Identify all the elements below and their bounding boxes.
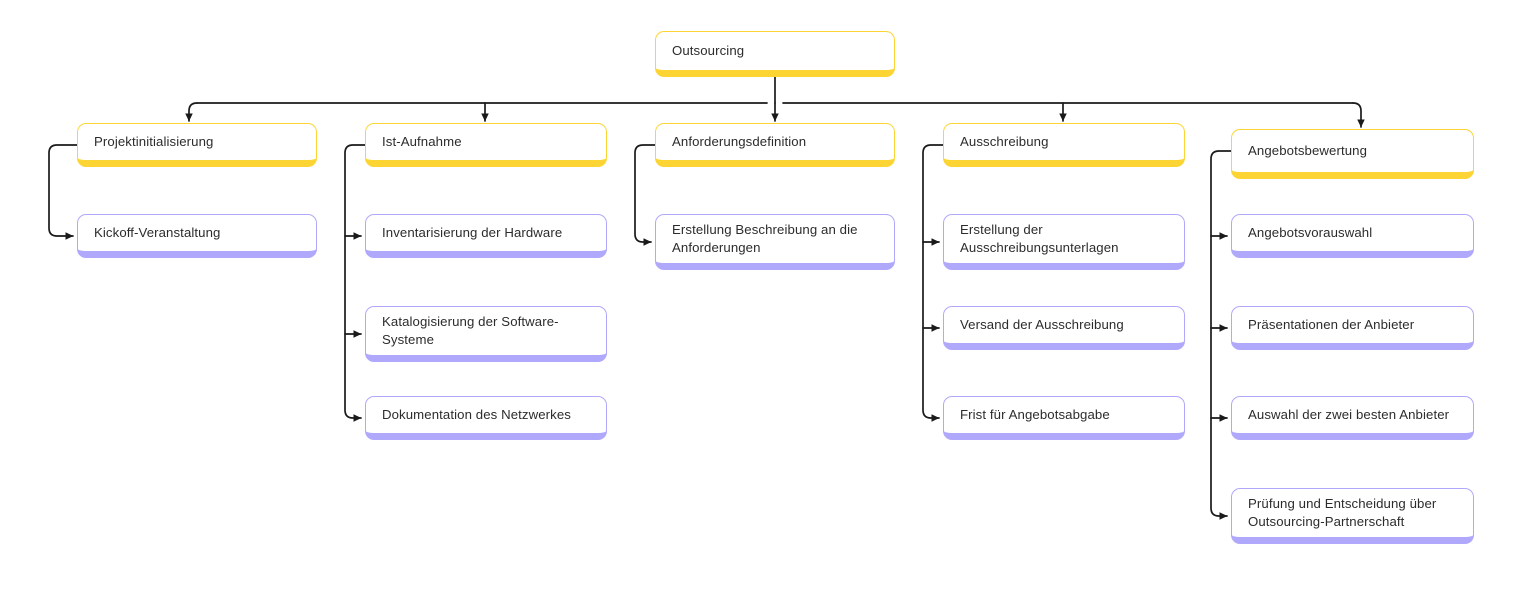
- edge-group-branch1: [48, 144, 78, 240]
- node-label: Versand der Ausschreibung: [960, 317, 1124, 333]
- node-label: Katalogisierung der Software- Systeme: [382, 314, 559, 347]
- node-erstellung-der-ausschreibungsunterlagen[interactable]: Erstellung der Ausschreibungsunterlagen: [943, 214, 1185, 270]
- node-label: Kickoff-Veranstaltung: [94, 225, 221, 241]
- node-label: Prüfung und Entscheidung über Outsourcin…: [1248, 496, 1437, 529]
- node-erstellung-beschreibung-an-die-anforderungen[interactable]: Erstellung Beschreibung an die Anforderu…: [655, 214, 895, 270]
- node-label: Ist-Aufnahme: [382, 134, 462, 150]
- edge-group-branch2: [344, 144, 366, 422]
- node-angebotsvorauswahl[interactable]: Angebotsvorauswahl: [1231, 214, 1474, 258]
- edge-b4-spine-to-b4c3: [922, 144, 944, 422]
- edge-b1-to-b1c1: [48, 144, 78, 240]
- node-label: Ausschreibung: [960, 134, 1049, 150]
- node-label: Erstellung Beschreibung an die Anforderu…: [672, 222, 858, 255]
- edge-group-branch4: [922, 144, 944, 422]
- node-label: Projektinitialisierung: [94, 134, 214, 150]
- edge-root-to-b5: [1352, 102, 1365, 128]
- edge-b2-spine-to-b2c3: [344, 144, 366, 422]
- node-angebotsbewertung[interactable]: Angebotsbewertung: [1231, 129, 1474, 179]
- node-ausschreibung[interactable]: Ausschreibung: [943, 123, 1185, 167]
- node-label: Präsentationen der Anbieter: [1248, 317, 1415, 333]
- node-label: Angebotsbewertung: [1248, 143, 1368, 159]
- edge-root-to-b1: [185, 102, 198, 122]
- edge-group-branch3: [634, 144, 656, 246]
- node-praesentationen-der-anbieter[interactable]: Präsentationen der Anbieter: [1231, 306, 1474, 350]
- edge-b3-to-b3c1: [634, 144, 656, 246]
- node-root-label: Outsourcing: [672, 43, 745, 59]
- edge-b5-spine-to-b5c4: [1210, 150, 1232, 520]
- node-auswahl-der-zwei-besten-anbieter[interactable]: Auswahl der zwei besten Anbieter: [1231, 396, 1474, 440]
- node-label: Auswahl der zwei besten Anbieter: [1248, 407, 1450, 423]
- node-label: Angebotsvorauswahl: [1248, 225, 1373, 241]
- node-pruefung-und-entscheidung-ueber-outsourcing-partnerschaft[interactable]: Prüfung und Entscheidung über Outsourcin…: [1231, 488, 1474, 544]
- node-inventarisierung-der-hardware[interactable]: Inventarisierung der Hardware: [365, 214, 607, 258]
- node-anforderungsdefinition[interactable]: Anforderungsdefinition: [655, 123, 895, 167]
- node-label: Frist für Angebotsabgabe: [960, 407, 1110, 423]
- node-versand-der-ausschreibung[interactable]: Versand der Ausschreibung: [943, 306, 1185, 350]
- node-kickoff-veranstaltung[interactable]: Kickoff-Veranstaltung: [77, 214, 317, 258]
- node-dokumentation-des-netzwerkes[interactable]: Dokumentation des Netzwerkes: [365, 396, 607, 440]
- edge-group-root-to-branches: [185, 76, 1365, 128]
- node-root[interactable]: Outsourcing: [655, 31, 895, 77]
- node-label: Dokumentation des Netzwerkes: [382, 407, 571, 423]
- node-label: Inventarisierung der Hardware: [382, 225, 563, 241]
- node-ist-aufnahme[interactable]: Ist-Aufnahme: [365, 123, 607, 167]
- node-projektinitialisierung[interactable]: Projektinitialisierung: [77, 123, 317, 167]
- node-label: Anforderungsdefinition: [672, 134, 807, 150]
- node-katalogisierung-der-software-systeme[interactable]: Katalogisierung der Software- Systeme: [365, 306, 607, 362]
- edge-group-branch5: [1210, 150, 1232, 520]
- node-frist-fuer-angebotsabgabe[interactable]: Frist für Angebotsabgabe: [943, 396, 1185, 440]
- node-label: Erstellung der Ausschreibungsunterlagen: [960, 222, 1119, 255]
